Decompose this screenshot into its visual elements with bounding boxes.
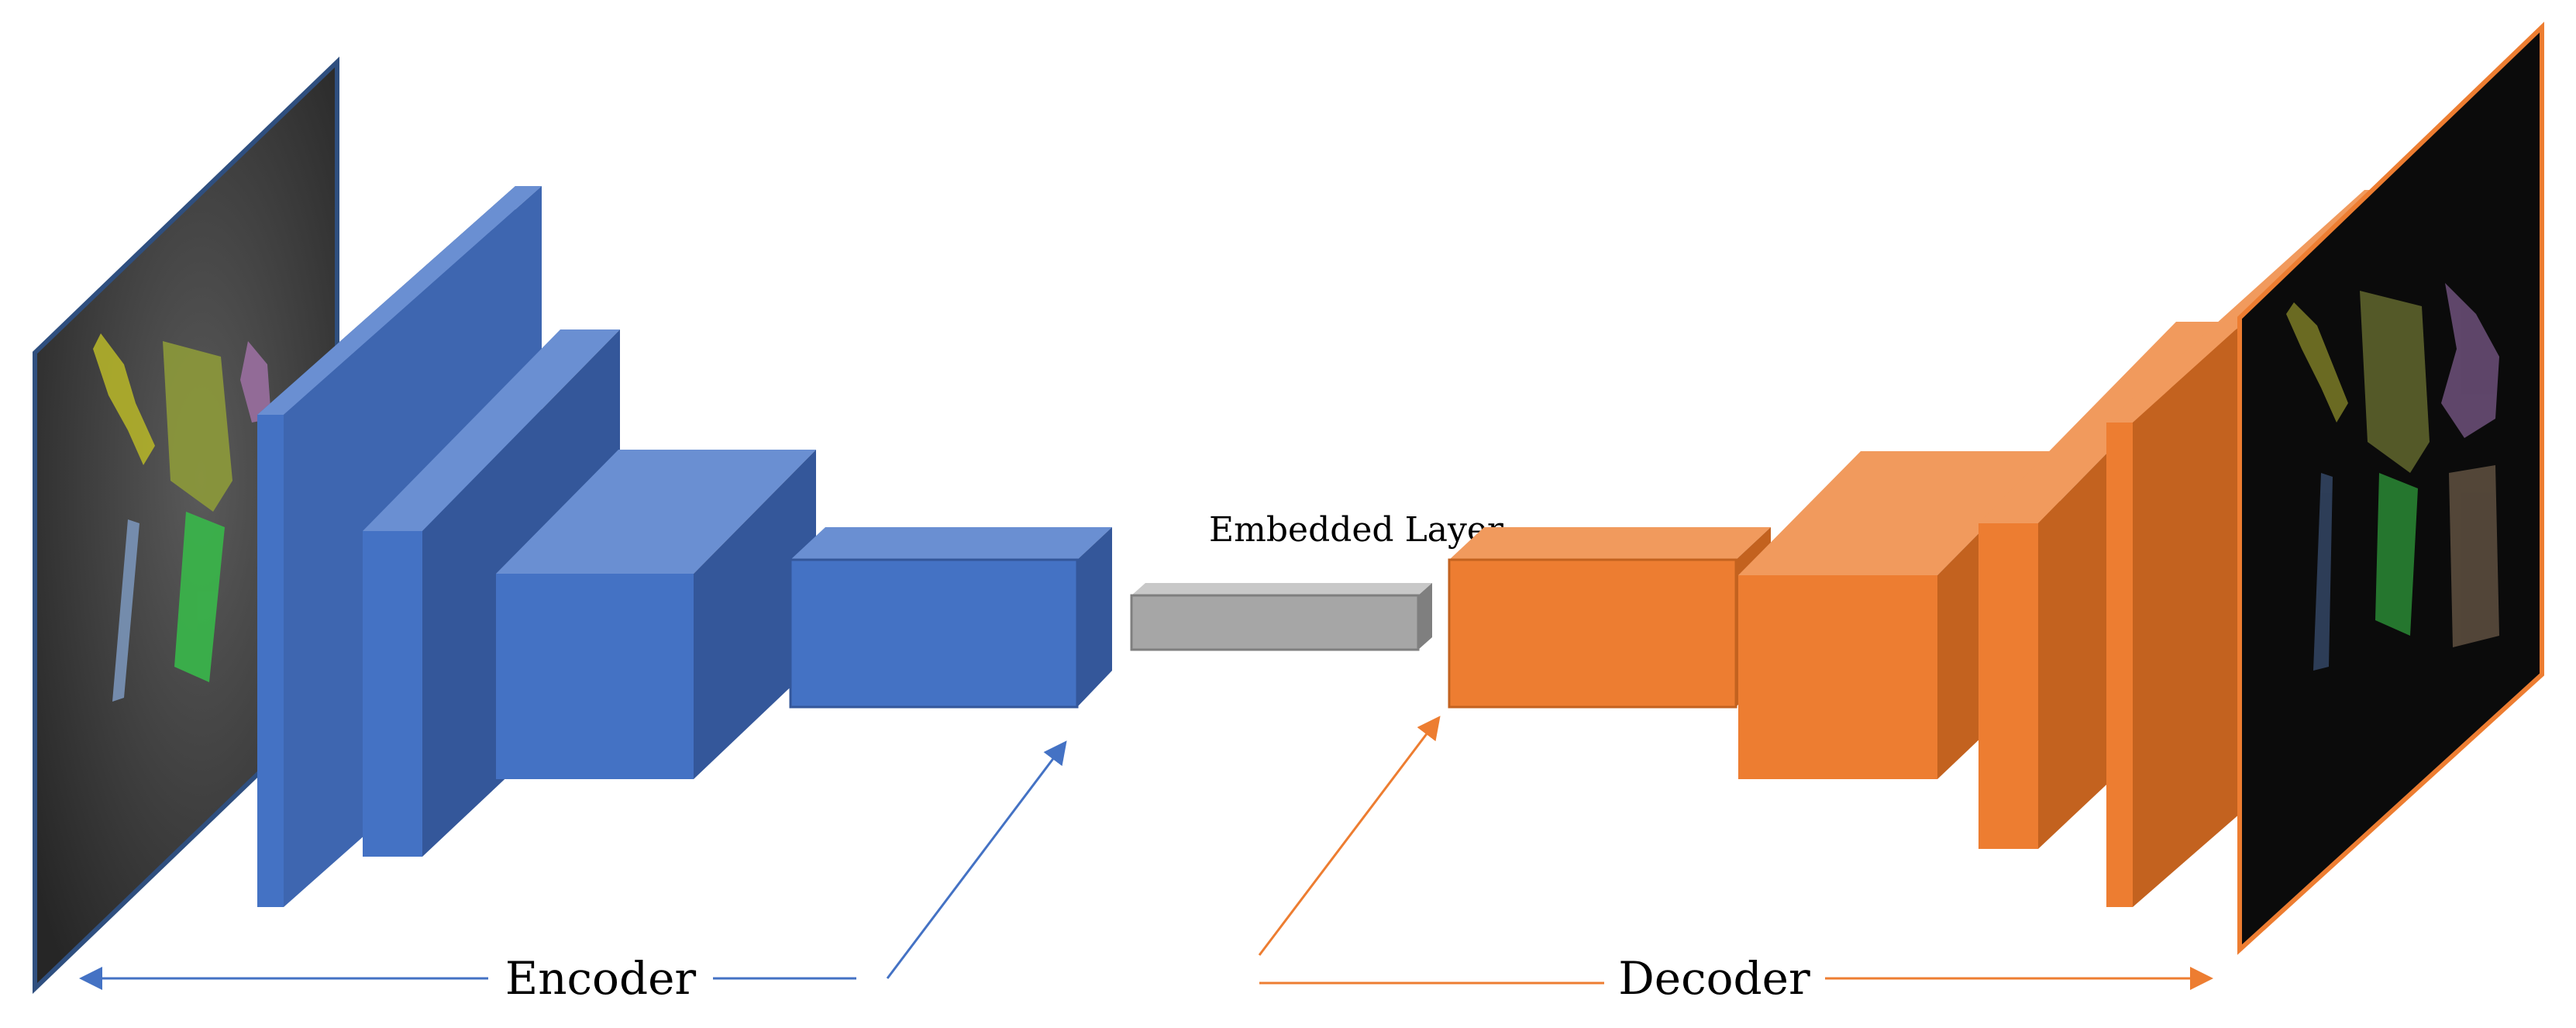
output-image-icon — [2237, 21, 2544, 955]
embedded-layer-label: Embedded Layer — [1209, 510, 1504, 550]
embedded-layer-block — [1130, 583, 1432, 651]
encoder-arrow — [79, 740, 1067, 990]
encoder-label: Encoder — [505, 952, 697, 1005]
decoder-label: Decoder — [1618, 952, 1810, 1005]
decoder-block-1 — [1448, 527, 1771, 709]
decoder-arrow — [1258, 716, 2213, 990]
encoder-block-4 — [789, 527, 1112, 709]
encoder-block-3 — [496, 450, 816, 779]
